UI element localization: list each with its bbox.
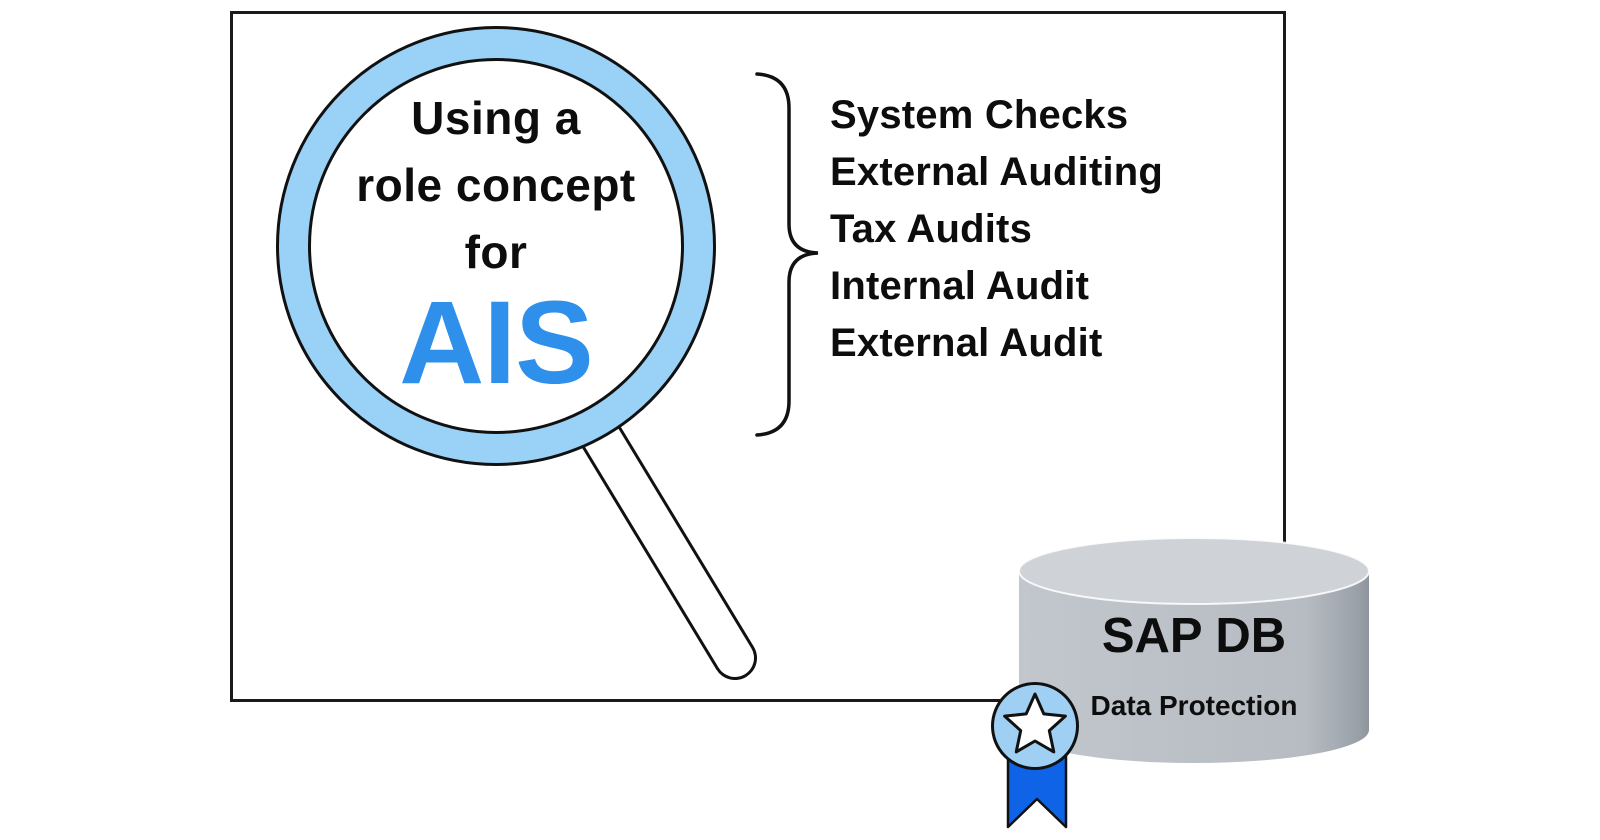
content-frame-border [230,11,1286,702]
magnifier-caption-line: Using a [411,92,581,144]
certified-badge-icon [991,682,1079,829]
database-subtitle-label: Data Protection [1090,690,1298,721]
list-item: Tax Audits [830,207,1033,251]
star-icon [1003,692,1067,754]
magnifier-handle [578,413,757,680]
magnifier-caption-line: role concept [356,159,636,211]
magnifier-caption-line: for [464,226,528,278]
list-item: System Checks [830,93,1129,137]
list-item: Internal Audit [830,264,1090,308]
database-name-label: SAP DB [1101,609,1287,663]
curly-brace [755,72,819,437]
audit-type-list: System Checks External Auditing Tax Audi… [830,87,1250,372]
ais-highlight-label: AIS [399,277,594,409]
database-cylinder-icon [1018,537,1370,763]
cylinder-top [1018,537,1370,605]
list-item: External Auditing [830,150,1164,194]
magnifier-caption: Using a role concept for AIS [296,85,696,409]
magnifier-lens [308,58,684,434]
cylinder-body [1019,571,1369,763]
list-item: External Audit [830,321,1103,365]
